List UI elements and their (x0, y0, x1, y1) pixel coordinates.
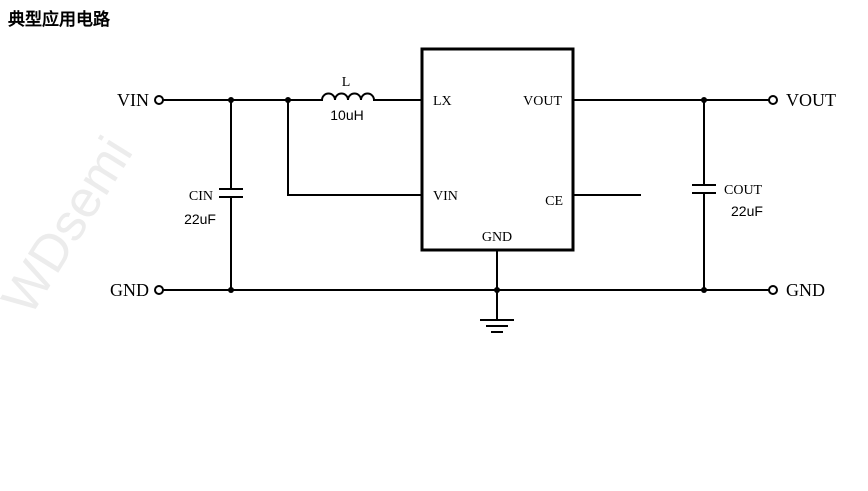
cin-value: 22uF (184, 211, 216, 227)
ic-pin-lx: LX (433, 94, 452, 109)
label-gnd-left: GND (110, 280, 149, 300)
terminal-gnd-right (768, 285, 778, 295)
cout-name: COUT (724, 183, 763, 198)
label-vout: VOUT (786, 90, 836, 110)
inductor-value: 10uH (330, 107, 363, 123)
ic-pin-ce: CE (545, 194, 563, 209)
ic-pin-gnd: GND (482, 230, 512, 245)
terminal-vout (768, 95, 778, 105)
label-gnd-right: GND (786, 280, 825, 300)
junction-dot (228, 97, 234, 103)
junction-dot (494, 287, 500, 293)
junction-dot (701, 287, 707, 293)
inductor-symbol (320, 92, 376, 102)
wire-vin-to-ic (287, 99, 423, 196)
label-vin: VIN (117, 90, 149, 110)
junction-dot (285, 97, 291, 103)
junction-dot (701, 97, 707, 103)
cin-name: CIN (189, 189, 213, 204)
ic-body (420, 47, 575, 252)
ic-pin-vin: VIN (433, 189, 458, 204)
terminal-vin (154, 95, 164, 105)
inductor-name: L (342, 75, 351, 90)
terminal-gnd-left (154, 285, 164, 295)
ic-pin-vout: VOUT (523, 94, 562, 109)
cout-value: 22uF (731, 203, 763, 219)
page-title: 典型应用电路 (8, 10, 110, 30)
junction-dot (228, 287, 234, 293)
